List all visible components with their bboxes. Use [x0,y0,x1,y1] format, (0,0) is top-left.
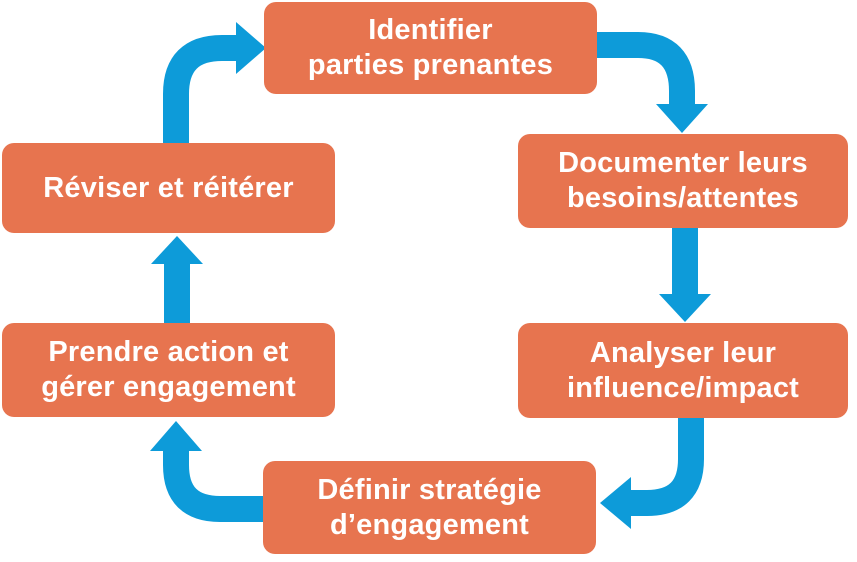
flow-node-revise-label: Réviser et réitérer [43,171,294,204]
arrow-define-to-act [150,421,263,522]
flow-node-analyze-label: Analyser leur influence/impact [566,336,800,404]
flow-node-document: Documenter leurs besoins/attentes [518,134,848,228]
flow-node-define: Définir stratégie d’engagement [263,461,596,554]
flow-node-act-label: Prendre action et gérer engagement [41,336,296,403]
flow-node-define-label: Définir stratégie d’engagement [317,473,542,541]
arrow-document-to-analyze [659,227,711,322]
arrow-act-to-revise [151,236,203,324]
arrow-identify-to-document [596,31,708,133]
flow-node-analyze: Analyser leur influence/impact [518,323,848,418]
flow-node-identify-label: Identifier parties prenantes [307,14,554,81]
flow-node-identify: Identifier parties prenantes [264,2,597,94]
flow-node-document-label: Documenter leurs besoins/attentes [558,147,808,214]
flow-node-act: Prendre action et gérer engagement [2,323,335,417]
flow-node-revise: Réviser et réitérer [2,143,335,233]
arrow-revise-to-identify [163,22,266,145]
arrow-analyze-to-define [600,417,704,529]
